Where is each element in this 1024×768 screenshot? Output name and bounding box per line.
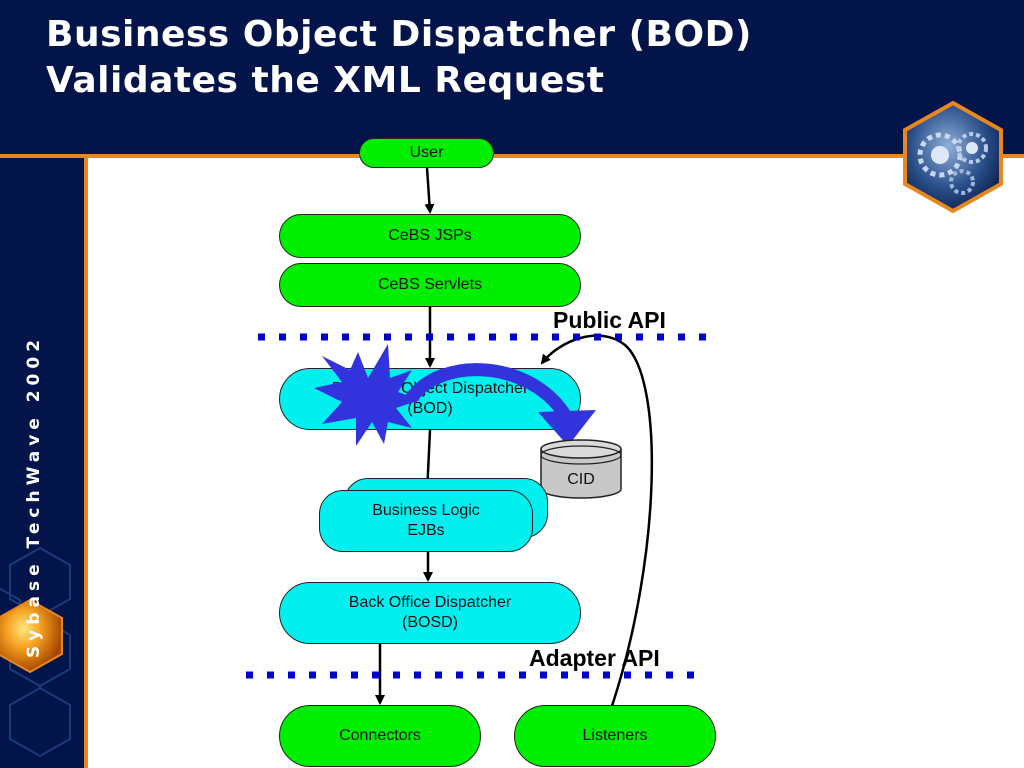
validation-burst-icon — [314, 344, 420, 446]
orange-hexagon-icon — [0, 598, 63, 674]
sidebar: Sybase TechWave 2002 — [0, 158, 84, 768]
arrow-user-to-jsps — [424, 167, 435, 214]
connectors-box: Connectors — [279, 705, 481, 767]
adapter-api-label: Adapter API — [529, 645, 660, 671]
cebs-jsps-box: CeBS JSPs — [279, 214, 581, 258]
bod-label-line2: (BOD) — [407, 400, 453, 417]
listeners-box: Listeners — [514, 705, 716, 767]
validation-arrow-head — [538, 410, 596, 446]
title-line-1: Business Object Dispatcher (BOD) — [46, 14, 752, 55]
ejb-label-line1: Business Logic — [372, 502, 480, 519]
cid-label: CID — [567, 471, 595, 488]
slide-header: Business Object Dispatcher (BOD) Validat… — [0, 0, 1024, 155]
ejb-label-line2: EJBs — [407, 522, 445, 539]
public-api-label: Public API — [553, 307, 666, 333]
gears-logo-icon — [903, 100, 1003, 214]
bosd-label-line1: Back Office Dispatcher — [348, 594, 512, 611]
title-line-2: Validates the XML Request — [46, 60, 605, 101]
user-box: User — [359, 138, 494, 168]
bosd-box: Back Office Dispatcher (BOSD) — [279, 582, 581, 644]
sidebar-divider — [84, 158, 88, 768]
ejb-front-box: Business Logic EJBs — [319, 490, 533, 552]
cebs-servlets-box: CeBS Servlets — [279, 263, 581, 307]
bosd-label-line2: (BOSD) — [402, 614, 458, 631]
validation-arrow-shaft — [404, 363, 571, 419]
slide-title: Business Object Dispatcher (BOD) Validat… — [46, 12, 752, 104]
header-divider — [0, 154, 1024, 158]
hexagon-pattern — [0, 546, 71, 758]
